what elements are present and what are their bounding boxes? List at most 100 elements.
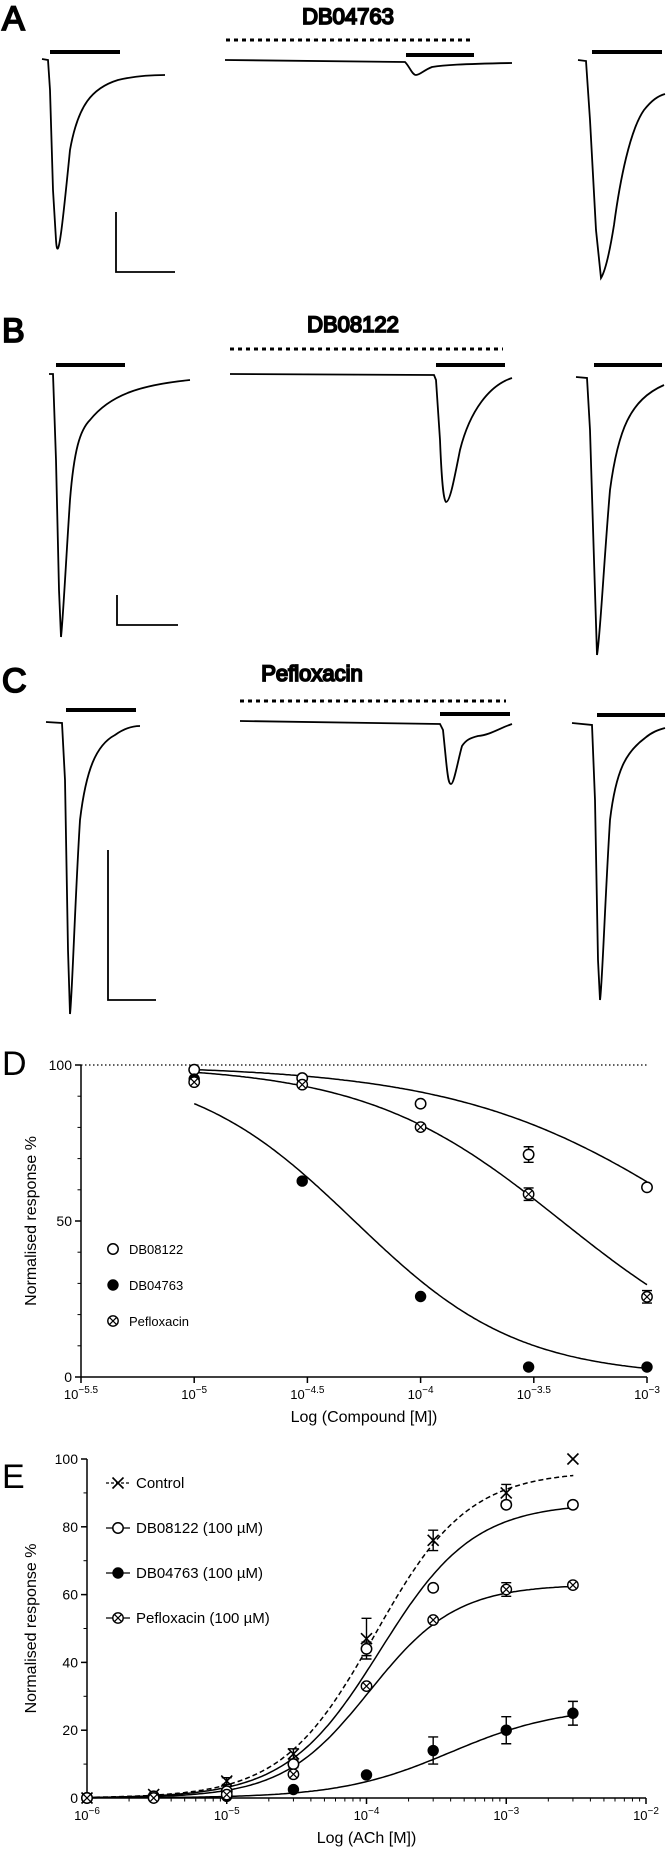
chart-e-point-db04763-5 xyxy=(427,1744,439,1757)
chart-e-point-db08122-3 xyxy=(287,1758,300,1771)
chart-e-point-pefloxacin-5-cross xyxy=(429,1615,438,1625)
chart-d-point-db04763-1 xyxy=(296,1175,308,1187)
chart-d-point-db04763-4 xyxy=(641,1361,653,1373)
chart-e-point-pefloxacin-7 xyxy=(567,1579,579,1592)
chart-e-y-tick-label-2: 40 xyxy=(62,1654,78,1670)
chart-e-x-tick-label-2: 10−4 xyxy=(354,1806,380,1823)
panel-a-letter: A xyxy=(2,0,25,38)
chart-d-legend-label-db08122: DB08122 xyxy=(129,1242,183,1257)
chart-d-point-pefloxacin-0 xyxy=(188,1076,201,1089)
chart-d-point-pefloxacin-1 xyxy=(296,1078,309,1091)
chart-e-point-pefloxacin-3-cross xyxy=(289,1770,298,1779)
chart-e-point-control-7 xyxy=(566,1452,579,1466)
chart-e-legend-label-db04763: DB04763 (100 µM) xyxy=(136,1565,263,1582)
panel-a-trace-compound xyxy=(224,59,513,76)
chart-e-point-db08122-6 xyxy=(500,1498,513,1511)
chart-e-y-tick-label-3: 60 xyxy=(62,1587,78,1603)
chart-e-point-db08122-5 xyxy=(427,1581,440,1594)
panel-a-scale-bar xyxy=(115,212,175,273)
chart-e-point-db04763-7 xyxy=(567,1707,579,1719)
chart-e-point-control-5 xyxy=(427,1534,440,1547)
panel-b-letter: B xyxy=(2,312,25,350)
chart-d-x-tick-label-5: 10−3 xyxy=(634,1385,660,1402)
chart-e-point-db08122-4 xyxy=(360,1642,373,1655)
chart-d-legend-label-pefloxacin: Pefloxacin xyxy=(129,1314,189,1329)
panel-c-scale-bar xyxy=(107,850,156,1001)
chart-e-point-db04763-4 xyxy=(360,1769,373,1781)
chart-d-legend-marker-db08122 xyxy=(107,1243,119,1255)
chart-e-point-pefloxacin-0-cross xyxy=(82,1793,92,1803)
chart-d-legend-label-db04763: DB04763 xyxy=(129,1278,183,1293)
chart-d-point-db08122-2 xyxy=(414,1097,427,1110)
chart-e-x-axis-title: Log (ACh [M]) xyxy=(317,1830,417,1847)
chart-d-y-tick-label-1: 50 xyxy=(56,1213,72,1229)
chart-e-x-tick-label-3: 10−3 xyxy=(493,1806,519,1823)
chart-d-point-db04763-3 xyxy=(522,1361,535,1373)
panel-a-trace-washout xyxy=(577,59,666,281)
chart-e-y-axis-title: Normalised response % xyxy=(23,1544,40,1714)
panel-a-trace-control xyxy=(41,58,166,250)
chart-d-x-tick-label-0: 10−5.5 xyxy=(64,1385,99,1402)
chart-d-point-pefloxacin-3 xyxy=(522,1188,535,1201)
panel-b-scale-bar xyxy=(116,595,178,626)
chart-d-x-tick-label-2: 10−4.5 xyxy=(290,1385,325,1402)
chart-e-fit-db04763 xyxy=(87,1714,574,1799)
chart-d-point-db08122-3 xyxy=(522,1148,535,1161)
chart-e-legend-label-db08122: DB08122 (100 µM) xyxy=(136,1520,263,1537)
chart-d-fit-db08122 xyxy=(194,1068,648,1183)
chart-e-point-pefloxacin-1 xyxy=(147,1792,160,1804)
chart-d-x-tick-label-3: 10−4 xyxy=(408,1385,434,1402)
chart-e-legend-label-pefloxacin: Pefloxacin (100 µM) xyxy=(136,1610,270,1627)
chart-e-legend-marker-db04763 xyxy=(112,1567,124,1579)
chart-e-legend-marker-control xyxy=(111,1476,125,1490)
chart-d-point-db08122-4 xyxy=(641,1181,653,1194)
panel-c-trace-control xyxy=(45,721,141,1015)
chart-e-legend-label-control: Control xyxy=(136,1475,184,1492)
chart-d-point-pefloxacin-2 xyxy=(414,1121,427,1133)
chart-d-point-pefloxacin-4-cross xyxy=(642,1292,652,1301)
chart-e-legend-marker-db08122 xyxy=(112,1522,124,1534)
panel-b-trace-washout xyxy=(575,376,665,656)
chart-e-fit-pefloxacin xyxy=(87,1585,574,1799)
chart-e-y-tick-label-5: 100 xyxy=(55,1451,79,1467)
chart-e-point-db08122-7 xyxy=(566,1498,579,1511)
chart-e-y-tick-label-0: 0 xyxy=(70,1790,78,1806)
chart-e-point-pefloxacin-4-cross xyxy=(362,1682,371,1691)
chart-e-point-pefloxacin-7-cross xyxy=(568,1581,578,1590)
chart-d-legend-marker-pefloxacin-cross xyxy=(108,1316,118,1326)
chart-d-point-pefloxacin-1-cross xyxy=(298,1080,307,1089)
chart-e-fit-db08122 xyxy=(87,1506,574,1799)
chart-e-y-tick-label-1: 20 xyxy=(62,1722,78,1738)
chart-e-legend-marker-pefloxacin-cross xyxy=(113,1613,123,1623)
chart-e-y-tick-label-4: 80 xyxy=(62,1519,78,1535)
chart-e-point-pefloxacin-5 xyxy=(427,1614,440,1626)
chart-e-point-pefloxacin-1-cross xyxy=(149,1793,158,1803)
chart-d-point-db04763-2 xyxy=(414,1290,427,1303)
chart-d-legend-marker-pefloxacin xyxy=(107,1315,119,1327)
chart-d-y-axis-title: Normalised response % xyxy=(23,1136,40,1306)
chart-e-legend-marker-pefloxacin xyxy=(112,1612,124,1624)
chart-d-x-tick-label-4: 10−3.5 xyxy=(517,1385,552,1402)
chart-d-point-pefloxacin-0-cross xyxy=(190,1078,199,1087)
panel-c-letter: C xyxy=(2,662,27,700)
chart-e-point-control-2 xyxy=(220,1774,233,1788)
chart-d-fit-db04763 xyxy=(193,1102,648,1370)
panel-b-compound-label: DB08122 xyxy=(307,312,399,337)
panel-b-trace-compound xyxy=(229,373,513,503)
chart-e-x-tick-label-1: 10−5 xyxy=(214,1806,240,1823)
chart-d-point-pefloxacin-3-cross xyxy=(524,1190,533,1199)
panel-c-compound-label: Pefloxacin xyxy=(261,661,363,686)
chart-e-point-pefloxacin-3 xyxy=(287,1768,300,1781)
panel-d-letter: D xyxy=(2,1045,27,1083)
chart-e-point-control-3 xyxy=(287,1747,300,1760)
chart-e-point-pefloxacin-6-cross xyxy=(502,1585,511,1594)
chart-e-point-db04763-3 xyxy=(287,1783,300,1796)
chart-d-x-tick-label-1: 10−5 xyxy=(181,1385,207,1402)
chart-d-y-tick-label-2: 100 xyxy=(49,1057,73,1073)
panel-b-trace-control xyxy=(49,373,191,638)
panel-c-trace-compound xyxy=(239,720,513,785)
chart-e-point-pefloxacin-6 xyxy=(500,1583,513,1596)
